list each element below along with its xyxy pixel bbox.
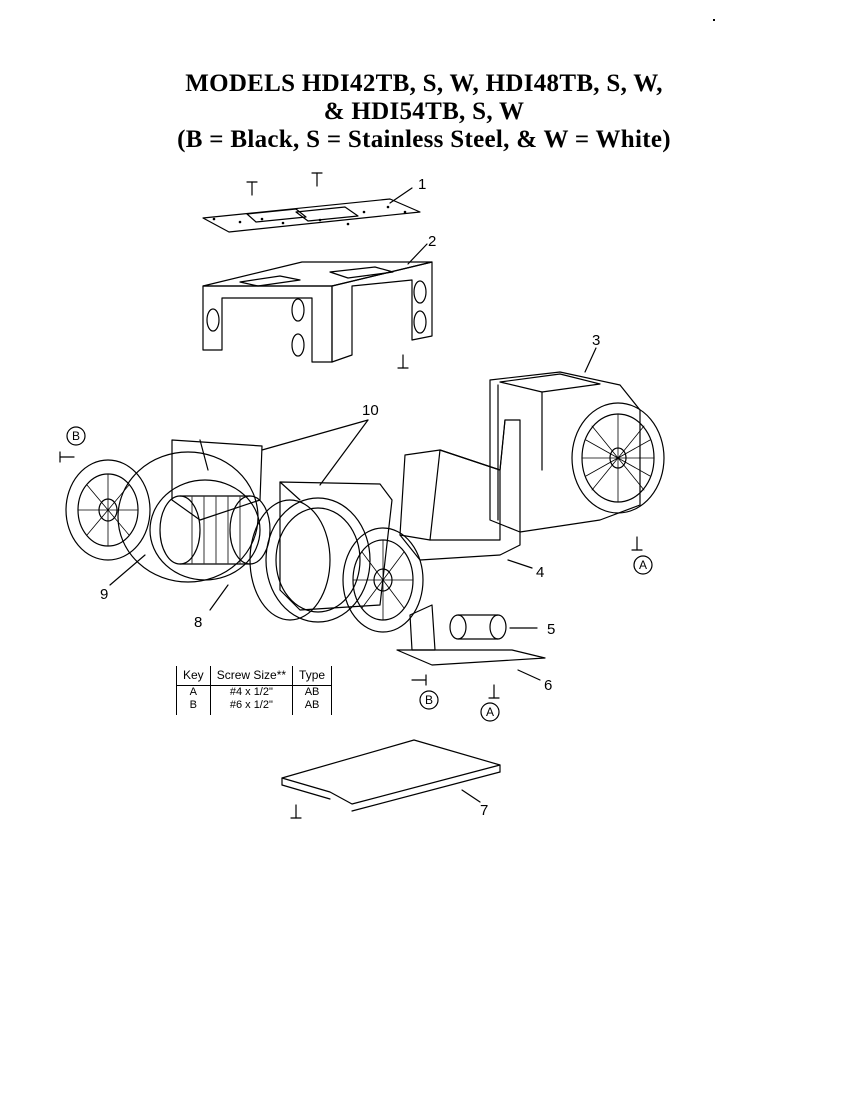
screw-icon: [631, 536, 643, 551]
part-6-bracket-plate: [396, 604, 546, 699]
leader-line: [319, 419, 369, 486]
screw-icon: [290, 804, 302, 819]
speck-mark: [713, 19, 715, 21]
screw-marker-b-bottom: B: [419, 690, 439, 710]
part-4-duct: [399, 419, 533, 569]
part-motor-fan-plate: [342, 527, 424, 633]
part-2-frame: [202, 243, 433, 369]
leader-line: [584, 347, 597, 373]
table-header: Type: [292, 666, 333, 686]
part-7-tray: [281, 739, 501, 819]
screw-icon: [397, 354, 409, 369]
callout-6: 6: [544, 677, 552, 694]
callout-9: 9: [100, 586, 108, 603]
table-header: Screw Size**: [209, 666, 293, 686]
table-cell: AB: [292, 699, 333, 715]
leader-line: [209, 584, 229, 611]
leader-line: [389, 187, 413, 204]
part-left-fan-plate: [59, 451, 151, 561]
leader-line: [109, 554, 146, 586]
page-title-line-3: (B = Black, S = Stainless Steel, & W = W…: [177, 126, 671, 153]
callout-7: 7: [480, 802, 488, 819]
screw-icon: [311, 172, 323, 187]
page-title-line-2: & HDI54TB, S, W: [323, 98, 525, 125]
screw-marker-a-right: A: [633, 555, 653, 575]
leader-line: [517, 669, 541, 681]
table-cell: #6 x 1/2": [209, 699, 293, 715]
table-row: A #4 x 1/2" AB: [176, 685, 333, 699]
screw-marker-b-left: B: [66, 426, 86, 446]
screw-icon: [411, 674, 427, 686]
callout-2: 2: [428, 233, 436, 250]
marker-label: B: [425, 693, 433, 707]
screw-icon: [488, 684, 500, 699]
table-cell: #4 x 1/2": [209, 685, 293, 699]
part-1-mounting-plate: [202, 172, 421, 233]
screw-size-table: Key Screw Size** Type A #4 x 1/2" AB B #…: [176, 666, 333, 715]
table-row: B #6 x 1/2" AB: [176, 699, 333, 715]
part-5-capacitor: [449, 614, 538, 640]
screw-icon: [59, 451, 75, 463]
part-10-center-scroll: [249, 481, 393, 623]
page-title-line-1: MODELS HDI42TB, S, W, HDI48TB, S, W,: [185, 70, 663, 97]
callout-10: 10: [362, 402, 379, 419]
table-cell: AB: [292, 685, 333, 699]
callout-4: 4: [536, 564, 544, 581]
callout-1: 1: [418, 176, 426, 193]
table-cell: B: [176, 699, 211, 715]
marker-label: A: [486, 705, 494, 719]
part-3-blower-housing: [489, 347, 665, 551]
leader-line: [461, 789, 481, 803]
part-10-left-scroll: [117, 439, 263, 583]
table-header: Key: [176, 666, 211, 686]
leader-line: [507, 559, 533, 569]
callout-3: 3: [592, 332, 600, 349]
callout-5: 5: [547, 621, 555, 638]
screw-marker-a-bottom: A: [480, 702, 500, 722]
callout-8: 8: [194, 614, 202, 631]
marker-label: A: [639, 558, 647, 572]
marker-label: B: [72, 429, 80, 443]
leader-line: [261, 419, 369, 451]
table-header-row: Key Screw Size** Type: [176, 666, 333, 686]
leader-line: [407, 243, 428, 265]
fan-grille-lines: [581, 413, 655, 503]
screw-icon: [246, 181, 258, 196]
table-cell: A: [176, 685, 211, 699]
